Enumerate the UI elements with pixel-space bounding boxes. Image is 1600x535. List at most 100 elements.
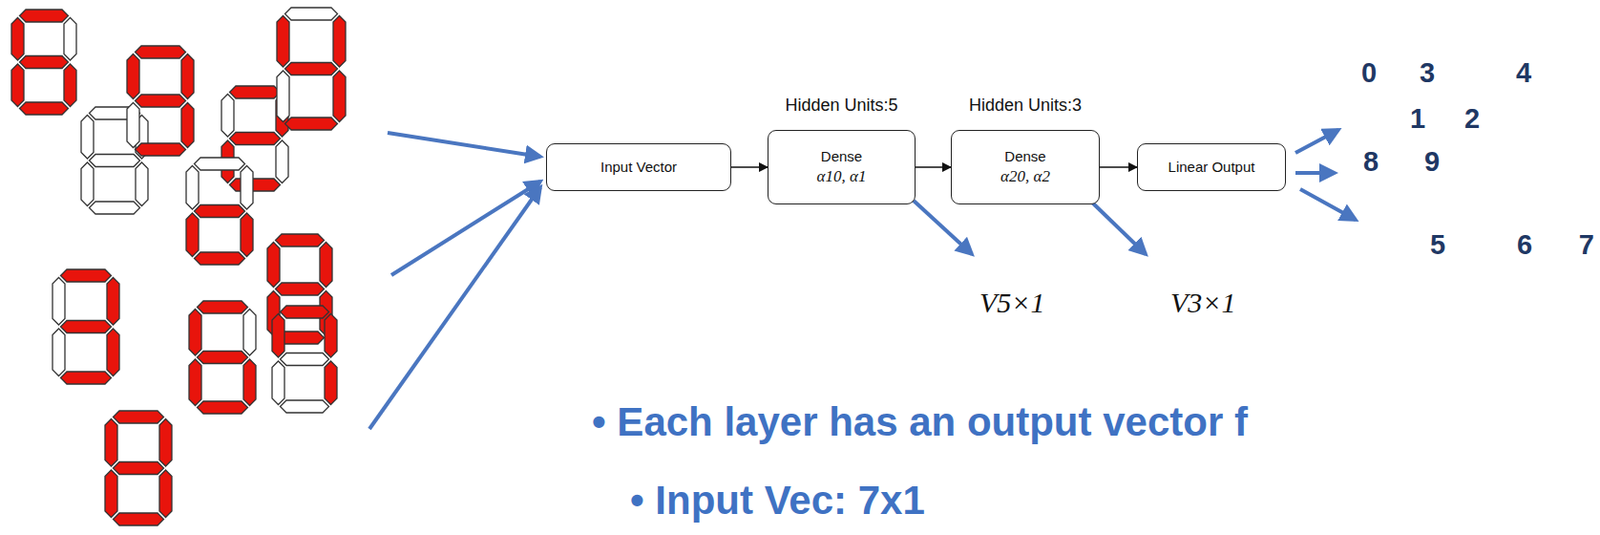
segment bbox=[275, 233, 325, 247]
segment bbox=[113, 462, 165, 475]
segment bbox=[106, 328, 120, 377]
bullet-text: • Input Vec: 7x1 bbox=[630, 477, 926, 524]
segment bbox=[61, 269, 112, 282]
units-heading: Hidden Units:3 bbox=[968, 95, 1082, 116]
segment bbox=[324, 314, 337, 358]
input-arrows bbox=[369, 132, 541, 429]
flow-arrow bbox=[915, 166, 951, 169]
seven-segment-digit bbox=[189, 300, 256, 414]
seven-segment-digit bbox=[126, 45, 194, 156]
segment bbox=[272, 314, 285, 358]
output-arrow bbox=[1300, 189, 1356, 220]
class-digit: 6 bbox=[1516, 229, 1533, 261]
segment bbox=[197, 351, 249, 364]
segment bbox=[197, 300, 249, 314]
segment bbox=[285, 7, 338, 21]
seven-segment-digit bbox=[186, 157, 253, 265]
segment bbox=[280, 353, 330, 366]
segment bbox=[230, 132, 281, 146]
segment bbox=[221, 94, 234, 138]
seven-segment-digit bbox=[11, 9, 77, 115]
segment bbox=[181, 103, 194, 148]
segment bbox=[126, 54, 140, 100]
class-digit: 9 bbox=[1424, 146, 1440, 178]
segment bbox=[240, 212, 253, 257]
vector-arrows bbox=[913, 200, 1146, 254]
class-digit: 8 bbox=[1363, 146, 1379, 178]
segment bbox=[272, 360, 285, 405]
seven-segment-digit bbox=[52, 269, 120, 384]
dense-box: Hidden Units:5Denseα10, α1 bbox=[767, 129, 916, 205]
segment bbox=[11, 63, 24, 107]
parameter-text: α10, α1 bbox=[817, 166, 867, 187]
segment bbox=[194, 205, 246, 218]
input-arrow bbox=[391, 181, 541, 275]
segment bbox=[333, 16, 346, 68]
seven-segment-digit bbox=[276, 7, 346, 130]
segment bbox=[186, 166, 199, 211]
segment bbox=[280, 400, 330, 413]
box-title: Input Vector bbox=[600, 158, 677, 177]
segment bbox=[333, 70, 346, 123]
segment bbox=[63, 63, 77, 107]
box-title: Dense bbox=[1004, 147, 1046, 167]
segment bbox=[243, 309, 256, 357]
segment bbox=[275, 282, 325, 295]
vector-arrow bbox=[1090, 200, 1146, 254]
box-title: Linear Output bbox=[1168, 158, 1256, 177]
segment bbox=[52, 328, 65, 377]
input-arrow bbox=[387, 132, 541, 157]
segment bbox=[285, 63, 338, 76]
segment bbox=[243, 358, 256, 406]
segment bbox=[230, 178, 281, 191]
input-box: Input Vector bbox=[546, 143, 732, 191]
segment bbox=[267, 242, 280, 288]
segment bbox=[276, 16, 290, 68]
segment bbox=[81, 162, 94, 207]
segment bbox=[81, 115, 94, 160]
segment bbox=[280, 305, 330, 318]
segment bbox=[105, 419, 118, 467]
class-digit: 5 bbox=[1430, 229, 1446, 261]
segment bbox=[63, 18, 77, 62]
segment bbox=[189, 358, 202, 406]
segment bbox=[61, 320, 112, 334]
input-arrow bbox=[369, 187, 541, 429]
segment bbox=[106, 277, 120, 326]
segment bbox=[135, 45, 187, 59]
segment bbox=[105, 469, 118, 518]
bullet-text: • Each layer has an output vector f bbox=[591, 399, 1248, 445]
segment bbox=[197, 400, 249, 414]
segment bbox=[159, 469, 172, 518]
output-arrows bbox=[1295, 129, 1356, 220]
segment bbox=[52, 277, 65, 326]
class-digit: 7 bbox=[1578, 229, 1595, 261]
segment bbox=[89, 201, 141, 214]
vector-label: V3×1 bbox=[1170, 286, 1237, 319]
segment bbox=[61, 371, 112, 384]
segment bbox=[126, 103, 140, 148]
segment bbox=[135, 162, 148, 207]
class-digit: 0 bbox=[1361, 57, 1377, 89]
dense-box: Hidden Units:3Denseα20, α2 bbox=[950, 129, 1100, 205]
parameter-text: α20, α2 bbox=[1000, 166, 1051, 187]
flow-arrow bbox=[731, 166, 768, 169]
segment bbox=[240, 166, 253, 211]
segment bbox=[285, 117, 338, 130]
vector-arrow bbox=[913, 200, 972, 254]
segment bbox=[194, 157, 246, 170]
segment bbox=[275, 140, 289, 184]
flow-arrow bbox=[1099, 166, 1137, 169]
segment bbox=[159, 419, 172, 467]
class-digit: 3 bbox=[1419, 57, 1435, 89]
segment bbox=[20, 102, 69, 115]
vector-label: V5×1 bbox=[979, 286, 1046, 319]
segment bbox=[189, 309, 202, 357]
output-arrow bbox=[1295, 129, 1339, 153]
segment bbox=[89, 154, 141, 168]
output-arrow bbox=[1295, 170, 1335, 175]
segment bbox=[20, 9, 69, 22]
segment bbox=[135, 143, 187, 156]
segment bbox=[11, 18, 24, 62]
